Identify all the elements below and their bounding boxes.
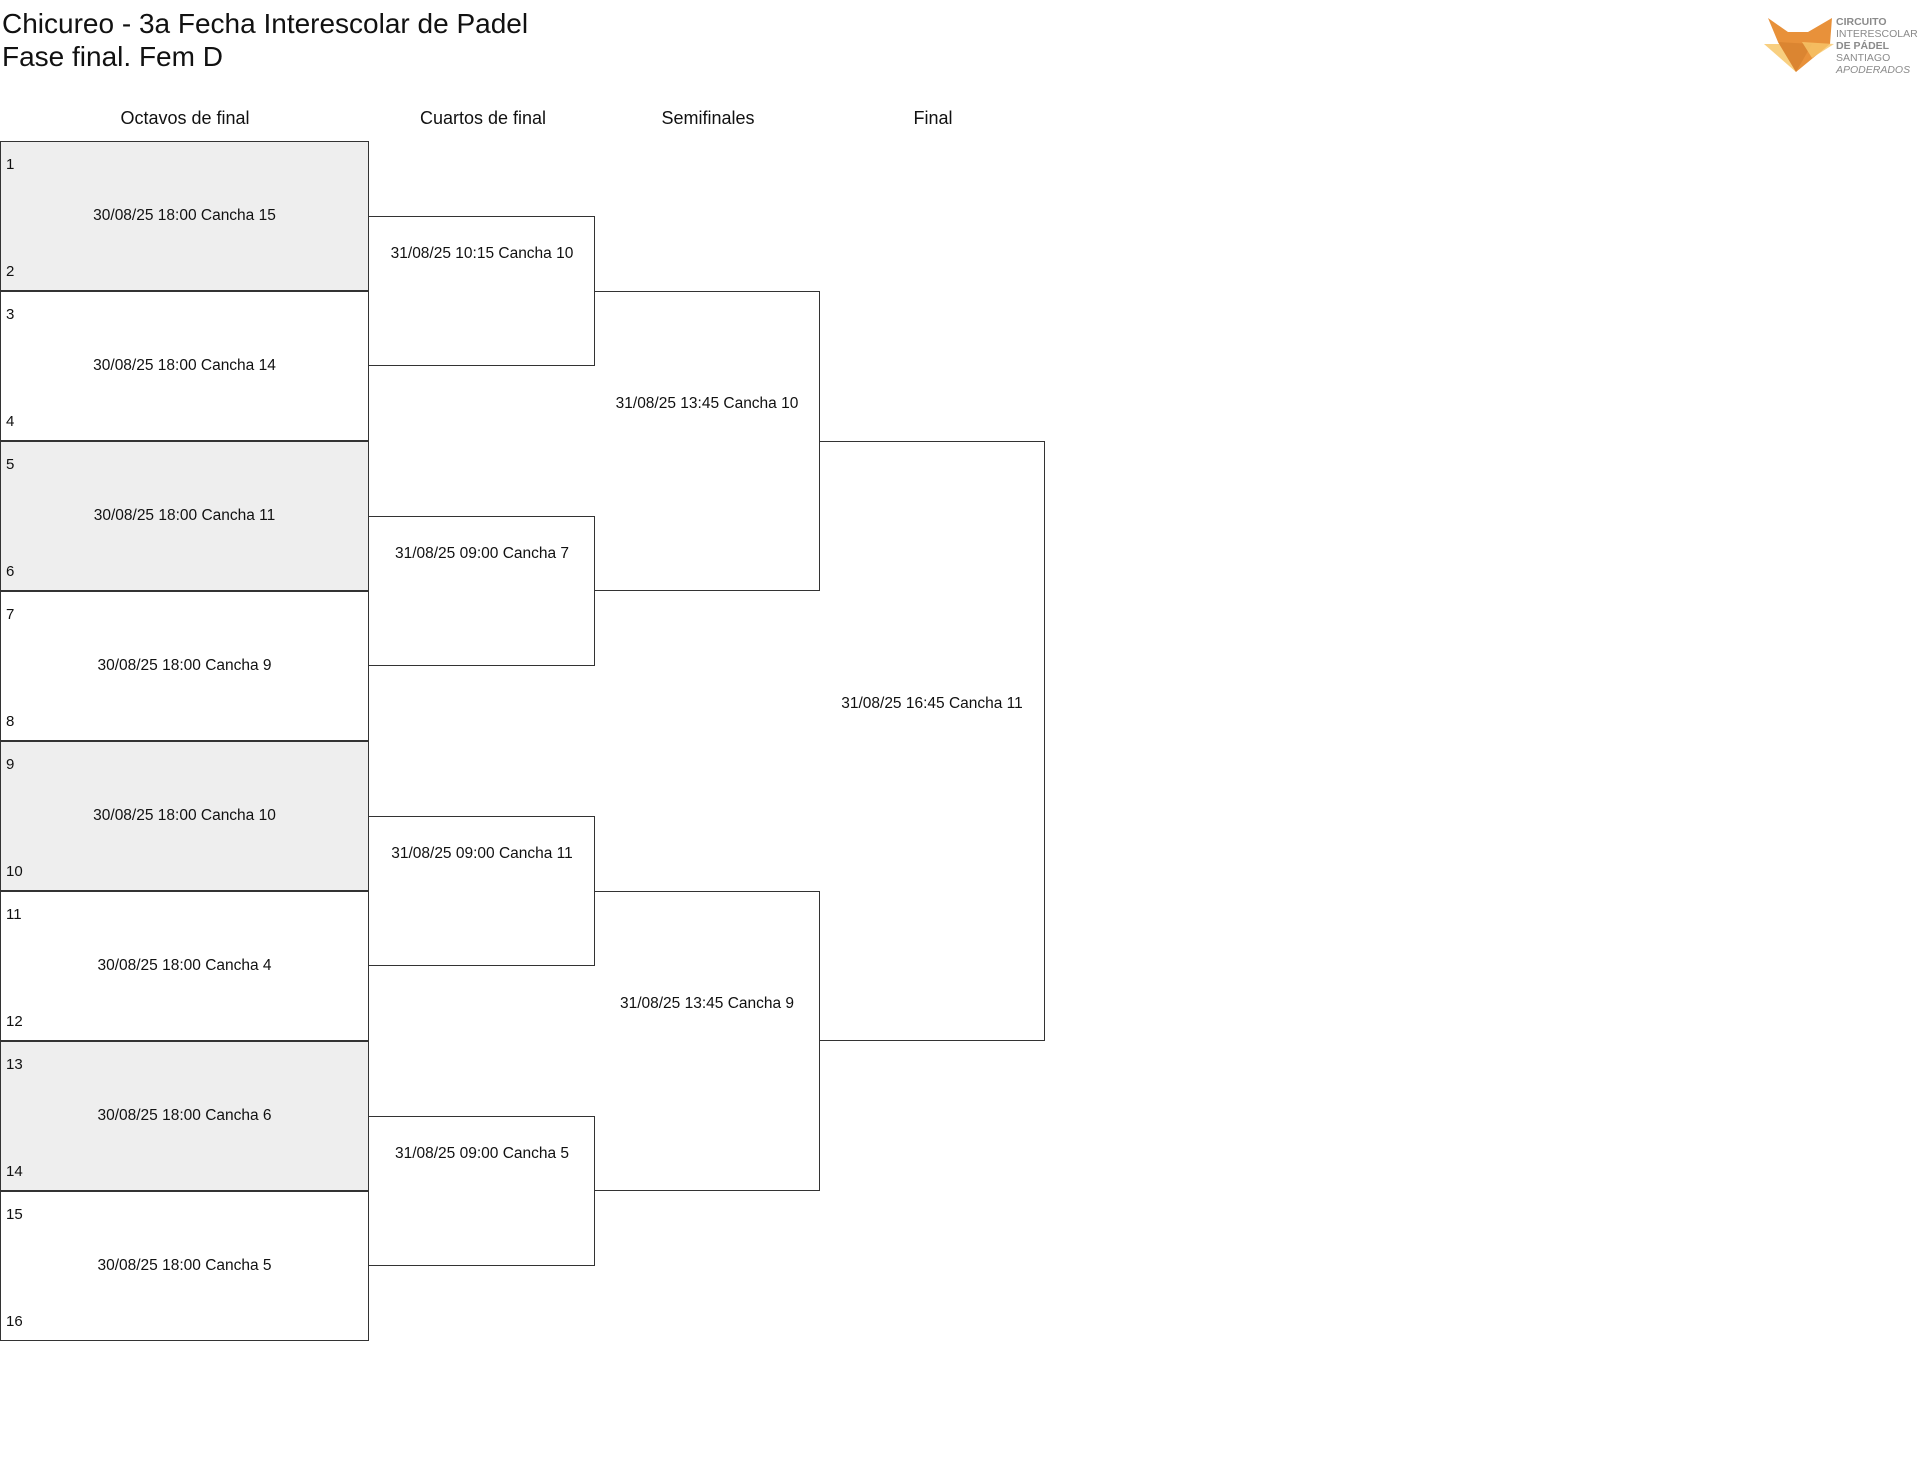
round-header-final: Final: [913, 108, 953, 128]
seed-label: 9: [6, 756, 15, 773]
round-header-r16: Octavos de final: [120, 108, 250, 128]
r16-match-7[interactable]: 13 30/08/25 18:00 Cancha 6 14: [0, 1041, 369, 1191]
seed-label: 10: [6, 863, 23, 880]
seed-label: 7: [6, 606, 15, 623]
seed-label: 1: [6, 156, 15, 173]
logo-line-5: APODERADOS: [1836, 64, 1911, 76]
match-info: 30/08/25 18:00 Cancha 11: [93, 507, 276, 524]
page-subtitle: Fase final. Fem D: [2, 41, 223, 72]
match-info: 30/08/25 18:00 Cancha 9: [97, 657, 272, 674]
seed-label: 13: [6, 1056, 23, 1073]
match-info: 30/08/25 18:00 Cancha 15: [93, 207, 276, 224]
logo-line-2: INTERESCOLAR: [1836, 28, 1918, 40]
final-match-info: 31/08/25 16:45 Cancha 11: [841, 695, 1023, 712]
qf-match-1-info: 31/08/25 10:15 Cancha 10: [390, 245, 574, 262]
seed-label: 11: [6, 906, 22, 923]
r16-match-1[interactable]: 1 30/08/25 18:00 Cancha 15 2: [0, 141, 369, 291]
sf-bracket-1[interactable]: [594, 291, 820, 591]
qf-bracket-2[interactable]: [368, 516, 595, 666]
seed-label: 3: [6, 306, 15, 323]
round-header-sf: Semifinales: [661, 108, 755, 128]
r16-match-5[interactable]: 9 30/08/25 18:00 Cancha 10 10: [0, 741, 369, 891]
fox-logo-icon: [1764, 18, 1834, 72]
qf-bracket-1[interactable]: [368, 216, 595, 366]
qf-bracket-4[interactable]: [368, 1116, 595, 1266]
r16-match-8[interactable]: 15 30/08/25 18:00 Cancha 5 16: [0, 1191, 369, 1341]
r16-match-3[interactable]: 5 30/08/25 18:00 Cancha 11 6: [0, 441, 369, 591]
final-bracket[interactable]: [819, 441, 1045, 1041]
circuit-logo: CIRCUITO INTERESCOLAR DE PÁDEL SANTIAGO …: [1762, 14, 1920, 76]
r16-match-4[interactable]: 7 30/08/25 18:00 Cancha 9 8: [0, 591, 369, 741]
match-info: 30/08/25 18:00 Cancha 14: [93, 357, 276, 374]
sf-match-1-info: 31/08/25 13:45 Cancha 10: [615, 395, 799, 412]
seed-label: 6: [6, 563, 15, 580]
r16-match-6[interactable]: 11 30/08/25 18:00 Cancha 4 12: [0, 891, 369, 1041]
seed-label: 12: [6, 1013, 23, 1030]
seed-label: 4: [6, 413, 15, 430]
sf-bracket-2[interactable]: [594, 891, 820, 1191]
qf-match-3-info: 31/08/25 09:00 Cancha 11: [391, 845, 573, 862]
seed-label: 14: [6, 1163, 23, 1180]
match-info: 30/08/25 18:00 Cancha 5: [97, 1257, 272, 1274]
seed-label: 5: [6, 456, 15, 473]
logo-line-4: SANTIAGO: [1836, 52, 1891, 64]
seed-label: 8: [6, 713, 15, 730]
qf-match-2-info: 31/08/25 09:00 Cancha 7: [394, 545, 570, 562]
seed-label: 2: [6, 263, 15, 280]
logo-text: CIRCUITO INTERESCOLAR DE PÁDEL SANTIAGO …: [1836, 16, 1918, 76]
match-info: 30/08/25 18:00 Cancha 4: [97, 957, 272, 974]
qf-bracket-3[interactable]: [368, 816, 595, 966]
page-title: Chicureo - 3a Fecha Interescolar de Pade…: [2, 8, 529, 39]
r16-match-2[interactable]: 3 30/08/25 18:00 Cancha 14 4: [0, 291, 369, 441]
seed-label: 15: [6, 1206, 23, 1223]
round-header-qf: Cuartos de final: [419, 108, 547, 128]
match-info: 30/08/25 18:00 Cancha 6: [97, 1107, 272, 1124]
logo-line-1: CIRCUITO: [1836, 16, 1887, 28]
seed-label: 16: [6, 1313, 23, 1330]
qf-match-4-info: 31/08/25 09:00 Cancha 5: [394, 1145, 570, 1162]
match-info: 30/08/25 18:00 Cancha 10: [93, 807, 276, 824]
sf-match-2-info: 31/08/25 13:45 Cancha 9: [619, 995, 795, 1012]
logo-line-3: DE PÁDEL: [1836, 40, 1890, 52]
